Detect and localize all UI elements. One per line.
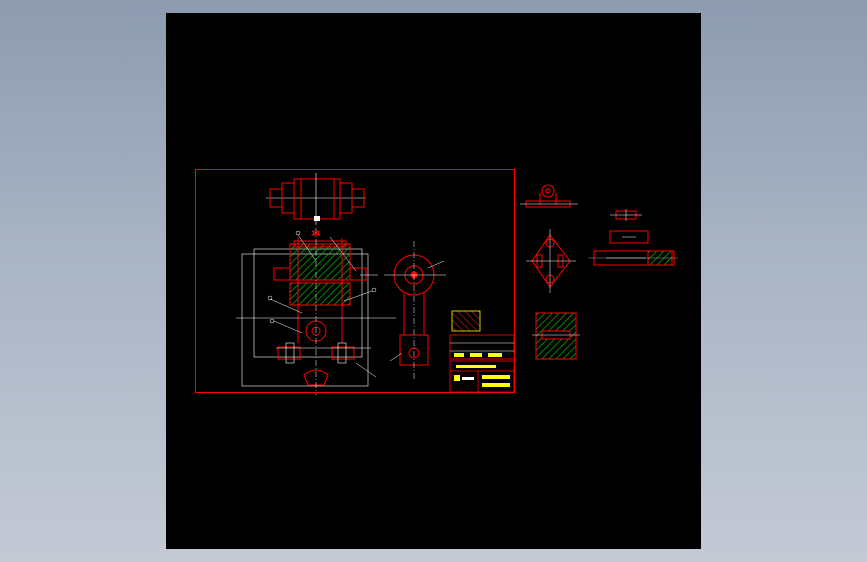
detail-pins bbox=[588, 209, 678, 266]
cad-drawing-svg: 1:1 bbox=[195, 169, 678, 395]
top-view: 1:1 bbox=[266, 173, 366, 238]
drawing-frame bbox=[195, 169, 515, 393]
cad-drawing-canvas[interactable]: 1:1 bbox=[166, 13, 701, 549]
detail-bracket bbox=[520, 184, 578, 208]
front-section-view bbox=[236, 228, 396, 395]
title-block bbox=[449, 310, 515, 393]
detail-plate bbox=[526, 229, 576, 293]
side-view-lever bbox=[384, 241, 446, 381]
detail-block bbox=[532, 312, 580, 360]
